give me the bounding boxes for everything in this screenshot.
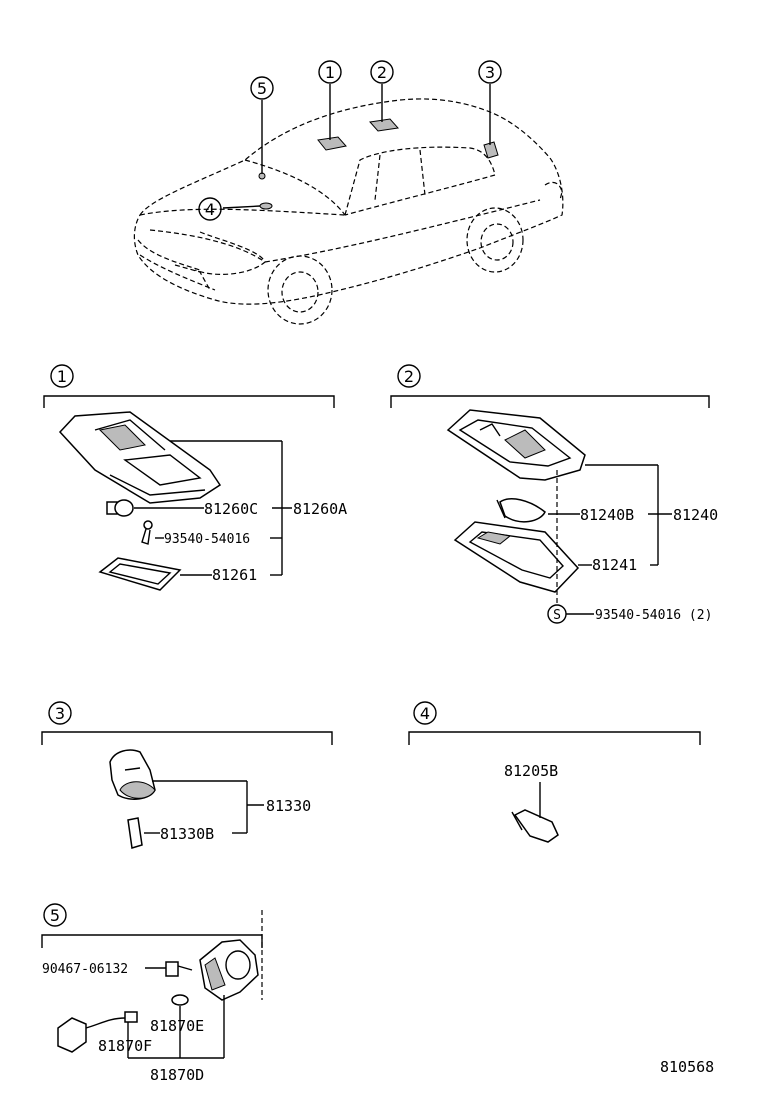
part-number-81870f: 81870F (98, 1037, 152, 1055)
room-lamp-housing (446, 409, 586, 481)
part-number-81240: 81240 (673, 506, 718, 524)
screw-93540 (141, 520, 153, 545)
section-3: 3 81330 81330B (41, 701, 333, 849)
callout-1: 1 (318, 60, 342, 84)
screw-symbol-s: S (547, 604, 567, 624)
part-number-81205b: 81205B (504, 762, 558, 780)
svg-text:2: 2 (377, 63, 387, 82)
part-number-93540-54016-qty2: 93540-54016 (2) (595, 608, 712, 623)
ignition-lamp-ring (199, 939, 259, 1001)
map-lamp-housing (58, 411, 222, 504)
part-number-93540-54016: 93540-54016 (164, 532, 250, 547)
part-number-90467-06132: 90467-06132 (42, 962, 128, 977)
socket-81870f (57, 1011, 138, 1053)
diagram-id: 810568 (660, 1058, 714, 1076)
room-lamp-location (369, 118, 399, 132)
bulb-81240b (496, 498, 546, 523)
bulb-81330b (127, 817, 143, 849)
svg-text:4: 4 (420, 704, 430, 723)
map-lamp-location (317, 136, 347, 151)
section-2: 2 81240B 81240 81241 (390, 364, 718, 624)
svg-text:4: 4 (205, 200, 215, 219)
part-number-81870d: 81870D (150, 1066, 204, 1084)
part-number-81870e: 81870E (150, 1017, 204, 1035)
part-number-81260a: 81260A (293, 500, 347, 518)
section-1: 1 8126 (43, 364, 347, 591)
svg-text:5: 5 (257, 79, 267, 98)
section-5: 5 90467-06132 81870E 8 (41, 903, 263, 1084)
svg-text:3: 3 (55, 704, 65, 723)
luggage-lamp (109, 749, 156, 800)
bulb-81260c (106, 499, 134, 517)
callout-3: 3 (478, 60, 502, 84)
svg-text:2: 2 (404, 367, 414, 386)
callout-5: 5 (250, 76, 274, 100)
callout-4: 4 (198, 197, 222, 221)
screw-90467 (165, 961, 193, 977)
part-number-81330: 81330 (266, 797, 311, 815)
section-4: 4 81205B (408, 701, 701, 843)
part-number-81260c: 81260C (204, 500, 258, 518)
glove-lamp-location (259, 202, 273, 210)
part-number-81330b: 81330B (160, 825, 214, 843)
part-number-81261: 81261 (212, 566, 257, 584)
svg-text:S: S (553, 608, 561, 623)
bulb-81205b (511, 809, 559, 843)
svg-text:1: 1 (325, 63, 335, 82)
car-overview: 1 2 3 5 4 (133, 60, 564, 325)
lens-81261 (98, 557, 182, 591)
svg-text:3: 3 (485, 63, 495, 82)
part-number-81240b: 81240B (580, 506, 634, 524)
lens-81241 (453, 521, 580, 593)
svg-text:5: 5 (50, 906, 60, 925)
bulb-81870e (171, 994, 189, 1006)
callout-2: 2 (370, 60, 394, 84)
svg-text:1: 1 (57, 367, 67, 386)
part-number-81241: 81241 (592, 556, 637, 574)
